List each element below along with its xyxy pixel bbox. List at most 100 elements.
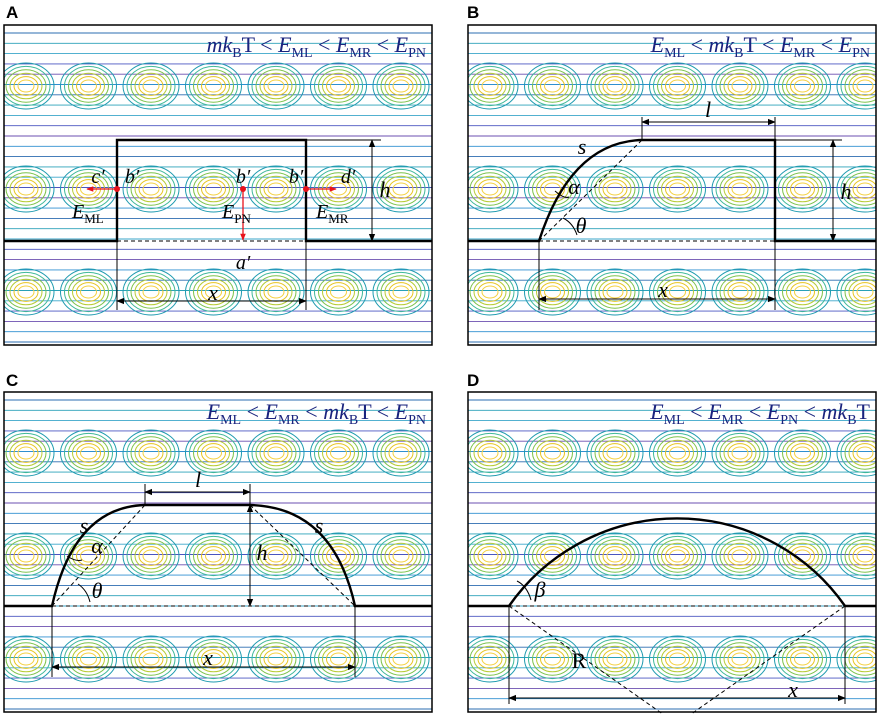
- contour-ring: [594, 172, 636, 206]
- contour-ring: [17, 446, 35, 460]
- contour-ring: [786, 278, 819, 306]
- theta-arc: [562, 217, 578, 236]
- contour-ring: [134, 175, 168, 203]
- contour-ring: [9, 278, 43, 306]
- contour-ring: [856, 652, 874, 666]
- contour-ring: [661, 72, 694, 100]
- panel-frame: [3, 391, 433, 713]
- contour-ring: [322, 542, 355, 570]
- contour-ring: [477, 546, 503, 566]
- contour-ring: [130, 275, 172, 309]
- contour-ring: [786, 175, 819, 203]
- contour-ring: [649, 635, 706, 683]
- contour-ring: [524, 62, 581, 110]
- contour-ring: [653, 168, 702, 210]
- contour-ring: [590, 535, 640, 577]
- condition-subscript: ML: [664, 413, 685, 428]
- contour-ring: [532, 69, 573, 103]
- contour-ring: [193, 69, 234, 103]
- contour-ring: [723, 175, 757, 203]
- contour-ring: [310, 268, 367, 316]
- contour-ring: [13, 76, 39, 96]
- contour-ring-group: [247, 62, 305, 110]
- contour-ring: [60, 429, 117, 477]
- condition-term: <: [685, 32, 708, 57]
- contour-background: [4, 399, 492, 710]
- contour-ring: [255, 69, 297, 103]
- contour-ring: [456, 550, 472, 562]
- contour-ring: [64, 65, 113, 107]
- contour-ring: [130, 172, 172, 206]
- contour-ring-group: [122, 165, 180, 213]
- contour-ring: [598, 72, 632, 100]
- contour-ring: [657, 275, 698, 309]
- contour-ring: [185, 635, 242, 683]
- contour-ring: [388, 443, 414, 463]
- contour-ring: [468, 638, 515, 680]
- contour-ring: [844, 436, 876, 470]
- contour-ring: [436, 636, 492, 682]
- contour-ring: [532, 539, 573, 573]
- contour-ring: [727, 649, 753, 669]
- contour-ring: [126, 535, 176, 577]
- beta-arc: [516, 580, 532, 601]
- contour-ring: [532, 642, 573, 676]
- contour-ring-group: [4, 62, 55, 110]
- contour-ring: [836, 532, 876, 580]
- condition-subscript: PN: [408, 46, 426, 61]
- contour-ring: [786, 645, 819, 673]
- contour-ring-group: [524, 62, 581, 110]
- contour-ring: [586, 532, 644, 580]
- contour-ring: [468, 165, 519, 213]
- contour-ring: [68, 436, 109, 470]
- contour-ring-group: [122, 268, 180, 316]
- contour-ring-group: [586, 165, 644, 213]
- contour-ring: [723, 72, 757, 100]
- contour-ring: [122, 532, 180, 580]
- contour-ring: [318, 275, 359, 309]
- contour-ring: [657, 436, 698, 470]
- contour-ring: [326, 443, 351, 463]
- radius-left: [508, 605, 664, 714]
- contour-ring-group: [247, 429, 305, 477]
- contour-ring: [731, 652, 749, 666]
- contour-ring: [130, 436, 172, 470]
- contour-ring: [138, 76, 164, 96]
- contour-ring: [372, 268, 430, 316]
- x-label: x: [657, 277, 668, 302]
- contour-ring: [330, 79, 347, 93]
- contour-ring: [9, 439, 43, 467]
- contour-ring: [318, 436, 359, 470]
- contour-ring: [794, 285, 811, 299]
- contour-ring: [856, 285, 874, 299]
- contour-ring: [197, 72, 230, 100]
- contour-ring: [142, 549, 160, 563]
- contour-ring: [782, 172, 823, 206]
- l-label: l: [705, 97, 711, 122]
- theta-arc: [77, 583, 91, 603]
- contour-ring: [473, 645, 507, 673]
- contour-ring: [731, 79, 749, 93]
- contour-ring: [661, 542, 694, 570]
- h-label: h: [841, 179, 852, 204]
- contour-ring: [715, 168, 765, 210]
- contour-ring: [330, 446, 347, 460]
- contour-ring: [473, 542, 507, 570]
- contour-ring: [786, 72, 819, 100]
- contour-ring: [836, 165, 876, 213]
- contour-ring: [9, 72, 43, 100]
- contour-ring: [201, 179, 226, 199]
- contour-ring-group: [60, 429, 117, 477]
- contour-ring: [456, 183, 472, 195]
- contour-ring: [388, 179, 414, 199]
- contour-ring: [80, 79, 97, 93]
- contour-ring: [388, 76, 414, 96]
- contour-ring-group: [310, 635, 367, 683]
- contour-ring: [310, 635, 367, 683]
- contour-ring: [468, 532, 519, 580]
- contour-ring-group: [310, 62, 367, 110]
- contour-ring: [76, 282, 101, 302]
- contour-ring: [267, 652, 285, 666]
